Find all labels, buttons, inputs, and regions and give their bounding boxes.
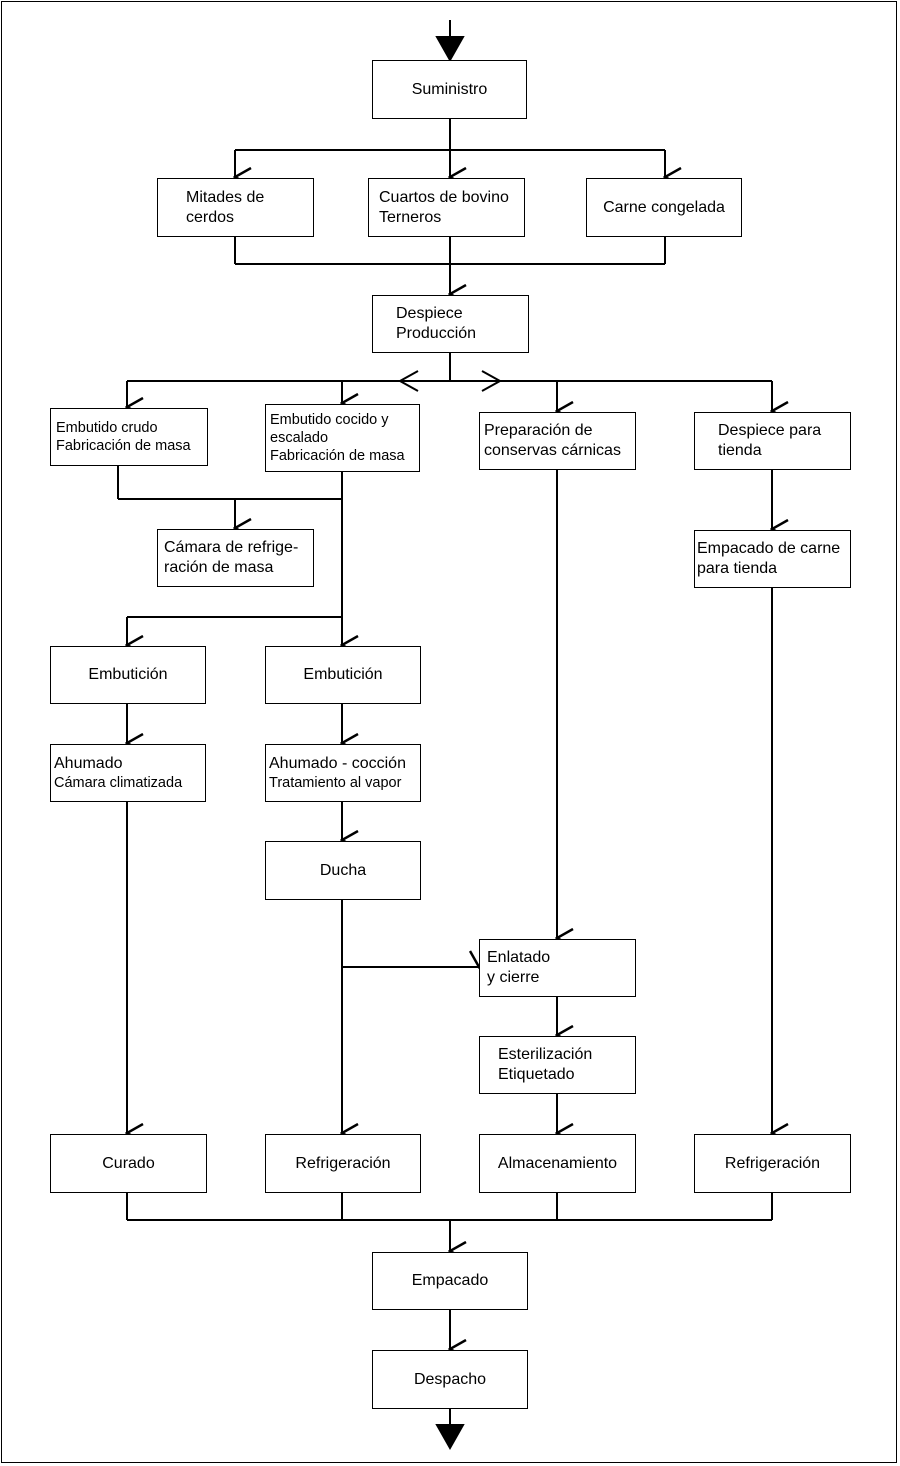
node-label: Cámara de refrige-	[164, 539, 299, 556]
node-label: Embutición	[88, 666, 168, 683]
node-label: Embutido crudo	[56, 420, 158, 436]
node-despiece-produccion: Despiece Producción	[372, 295, 529, 353]
node-label: ración de masa	[164, 559, 274, 576]
node-label: conservas cárnicas	[484, 442, 621, 459]
node-empacado-carne-tienda: Empacado de carne para tienda	[694, 530, 851, 588]
node-label: Empacado de carne	[697, 540, 841, 557]
node-sublabel: Cámara climatizada	[54, 775, 183, 791]
node-despiece-tienda: Despiece para tienda	[694, 412, 851, 470]
node-label: Embutido cocido y	[270, 412, 389, 428]
node-label: Ahumado	[54, 755, 123, 772]
node-refrigeracion-cocido: Refrigeración	[265, 1134, 421, 1193]
node-label: Despacho	[413, 1370, 487, 1388]
node-ahumado-coccion: Ahumado - cocción Tratamiento al vapor	[265, 744, 421, 802]
exit-arrowhead	[435, 1424, 465, 1451]
node-label: Mitades de	[186, 188, 265, 206]
node-label: Preparación de	[484, 422, 593, 439]
node-sublabel: Tratamiento al vapor	[269, 775, 402, 791]
node-label: Despiece	[396, 305, 463, 322]
node-label: Fabricación de masa	[270, 448, 405, 464]
node-empacado: Empacado	[372, 1252, 528, 1310]
node-ahumado: Ahumado Cámara climatizada	[50, 744, 206, 802]
node-label: tienda	[718, 442, 762, 459]
node-label: Enlatado	[487, 949, 551, 966]
node-label: Ahumado - cocción	[269, 755, 406, 772]
node-label: escalado	[270, 430, 329, 446]
node-label: Curado	[102, 1154, 155, 1172]
node-esterilizacion: Esterilización Etiquetado	[479, 1036, 636, 1094]
node-embutido-cocido: Embutido cocido y escalado Fabricación d…	[265, 404, 420, 472]
node-label: Empacado	[411, 1272, 489, 1289]
bar-arrow-left	[397, 370, 419, 392]
node-label: Despiece para	[718, 422, 822, 439]
node-label: Etiquetado	[498, 1066, 575, 1083]
node-label: Carne congelada	[603, 198, 725, 216]
node-label: Refrigeración	[295, 1154, 391, 1172]
node-ducha: Ducha	[265, 841, 421, 900]
node-embutido-crudo: Embutido crudo Fabricación de masa	[50, 408, 208, 466]
node-enlatado-cierre: Enlatado y cierre	[479, 939, 636, 997]
node-label: Refrigeración	[724, 1154, 821, 1172]
node-label: Producción	[396, 325, 477, 342]
node-carne-congelada: Carne congelada	[586, 178, 742, 237]
node-embuticion-cocido: Embutición	[265, 646, 421, 704]
node-embuticion-crudo: Embutición	[50, 646, 206, 704]
bar-arrow-right	[481, 370, 503, 392]
node-label: Ducha	[319, 861, 367, 879]
node-preparacion-conservas: Preparación de conservas cárnicas	[479, 412, 636, 470]
node-label: Cuartos de bovino	[379, 188, 509, 206]
node-curado: Curado	[50, 1134, 207, 1193]
node-label: para tienda	[697, 560, 778, 577]
node-label: Terneros	[379, 208, 442, 226]
node-label: Embutición	[303, 666, 383, 683]
node-refrigeracion-tienda: Refrigeración	[694, 1134, 851, 1193]
node-suministro: Suministro	[372, 60, 527, 119]
node-label: Suministro	[411, 80, 488, 98]
entry-arrowhead	[435, 36, 465, 63]
node-label: Almacenamiento	[497, 1154, 618, 1172]
node-label: y cierre	[487, 969, 540, 986]
node-camara-refrigeracion: Cámara de refrige- ración de masa	[157, 529, 314, 587]
node-label: cerdos	[186, 208, 235, 226]
node-label: Esterilización	[498, 1046, 593, 1063]
node-cuartos-de-bovino: Cuartos de bovino Terneros	[368, 178, 525, 237]
node-label: Fabricación de masa	[56, 438, 191, 454]
node-mitades-de-cerdos: Mitades de cerdos	[157, 178, 314, 237]
node-despacho: Despacho	[372, 1350, 528, 1409]
node-almacenamiento: Almacenamiento	[479, 1134, 636, 1193]
